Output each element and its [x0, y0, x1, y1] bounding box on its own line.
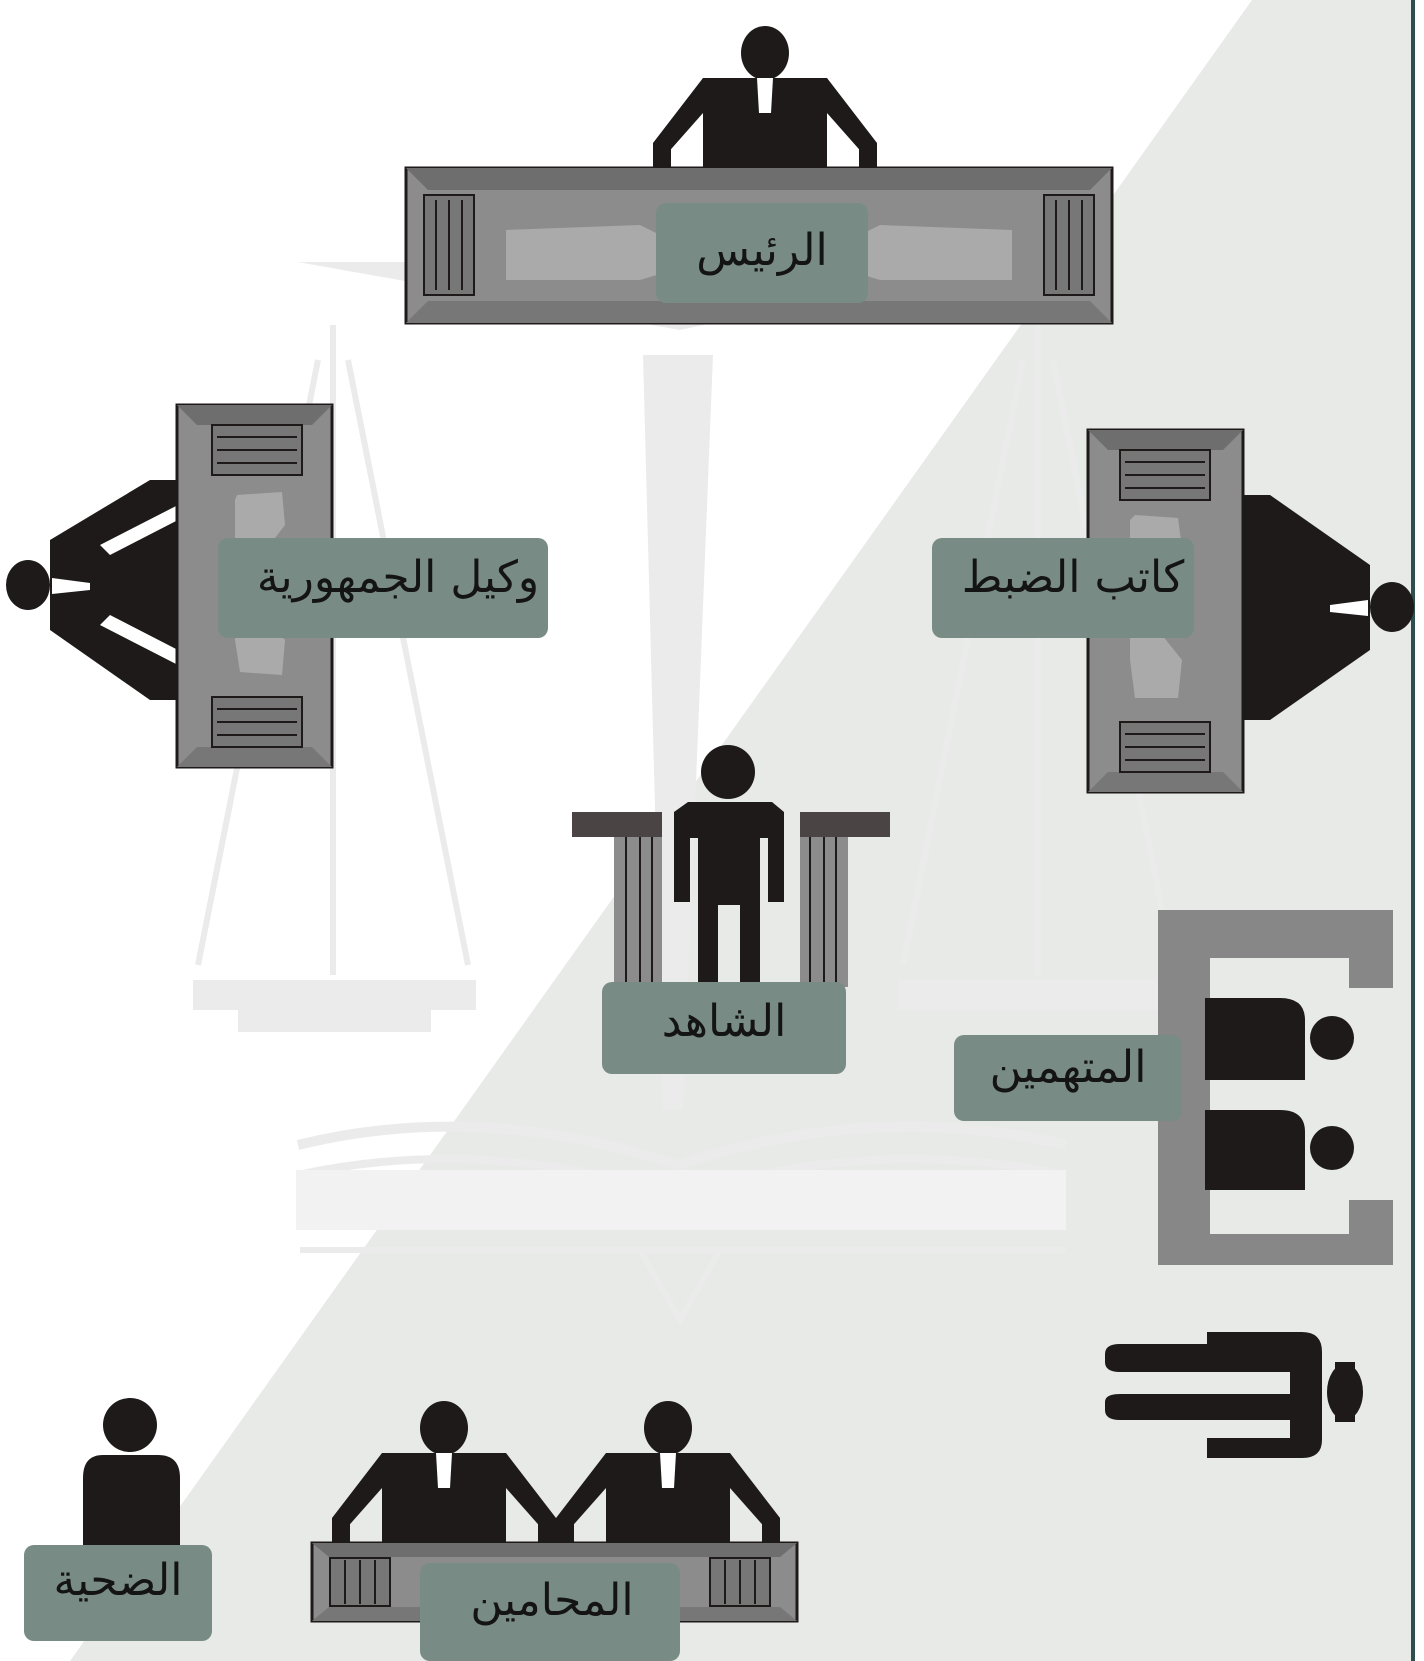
witness-label-box: [602, 982, 846, 1074]
president-label-box: [656, 203, 868, 303]
victim-label-box: [24, 1545, 212, 1641]
prosecutor-person-icon: [6, 480, 178, 700]
lawyers-label-box: [420, 1563, 680, 1661]
victim-station: الضحية: [24, 1398, 212, 1641]
clerk-person-icon: [1242, 495, 1414, 720]
prosecutor-station: وكيل الجمهورية: [6, 403, 548, 769]
prosecutor-label: وكيل الجمهورية: [257, 552, 539, 603]
clerk-label: كاتب الضبط: [962, 552, 1185, 603]
accused-station: المتهمين: [954, 910, 1393, 1265]
accused-person-icon: [1205, 1110, 1354, 1190]
witness-station: الشاهد: [572, 745, 890, 1074]
accused-label-box: [954, 1035, 1182, 1121]
dock-icon: [1158, 910, 1393, 1265]
victim-person-icon: [83, 1398, 180, 1545]
witness-stand-icon: [572, 812, 890, 987]
accused-label: المتهمين: [990, 1042, 1147, 1093]
lawyers-label: المحامين: [470, 1575, 633, 1626]
witness-person-icon: [674, 745, 784, 987]
guard-person-icon: [1105, 1332, 1363, 1458]
witness-label: الشاهد: [662, 996, 787, 1047]
prosecutor-desk-icon: [175, 403, 334, 769]
prosecutor-label-box: [218, 538, 548, 638]
president-label: الرئيس: [696, 225, 828, 276]
lawyers-station: المحامين: [310, 1401, 799, 1661]
accused-person-icon: [1205, 998, 1354, 1080]
clerk-station: كاتب الضبط: [932, 428, 1414, 794]
clerk-label-box: [932, 538, 1194, 638]
president-station: الرئيس: [404, 26, 1114, 325]
victim-label: الضحية: [53, 1555, 182, 1606]
